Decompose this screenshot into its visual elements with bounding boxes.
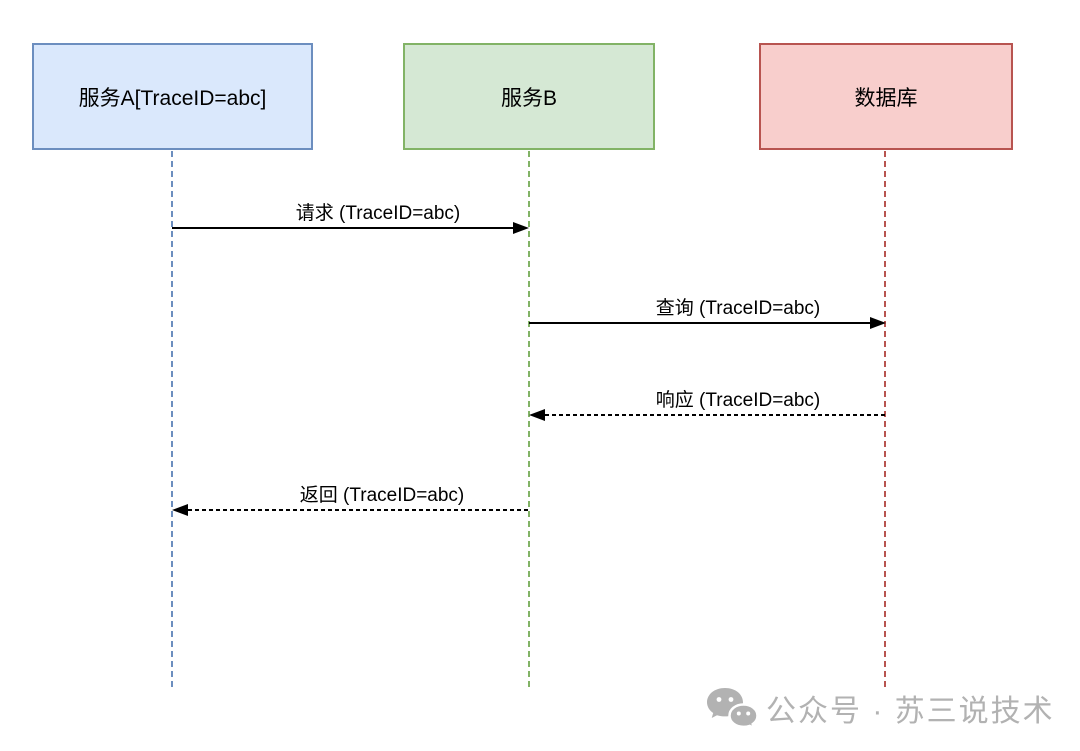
participant-box-service-a: 服务A[TraceID=abc] xyxy=(32,43,313,150)
lifeline-service-a xyxy=(171,151,173,687)
message-label-query: 查询 (TraceID=abc) xyxy=(655,298,821,319)
arrow-right-icon xyxy=(870,317,886,329)
arrow-left-icon xyxy=(172,504,188,516)
message-line-return xyxy=(188,509,529,511)
lifeline-database xyxy=(884,151,886,687)
participant-label-service-b: 服务B xyxy=(500,86,557,110)
arrow-left-icon xyxy=(529,409,545,421)
wechat-icon xyxy=(707,688,758,729)
watermark-text: 公众号 · 苏三说技术 xyxy=(766,695,1055,728)
message-label-response: 响应 (TraceID=abc) xyxy=(655,390,821,411)
watermark: 公众号 · 苏三说技术 xyxy=(706,686,1055,730)
participant-label-service-a: 服务A[TraceID=abc] xyxy=(78,86,267,110)
participant-box-database: 数据库 xyxy=(759,43,1013,150)
message-line-request xyxy=(172,227,513,229)
message-label-return: 返回 (TraceID=abc) xyxy=(299,485,465,506)
message-line-response xyxy=(545,414,886,416)
arrow-right-icon xyxy=(513,222,529,234)
message-label-request: 请求 (TraceID=abc) xyxy=(295,203,461,224)
message-line-query xyxy=(529,322,870,324)
participant-box-service-b: 服务B xyxy=(403,43,655,150)
participant-label-database: 数据库 xyxy=(854,86,918,110)
